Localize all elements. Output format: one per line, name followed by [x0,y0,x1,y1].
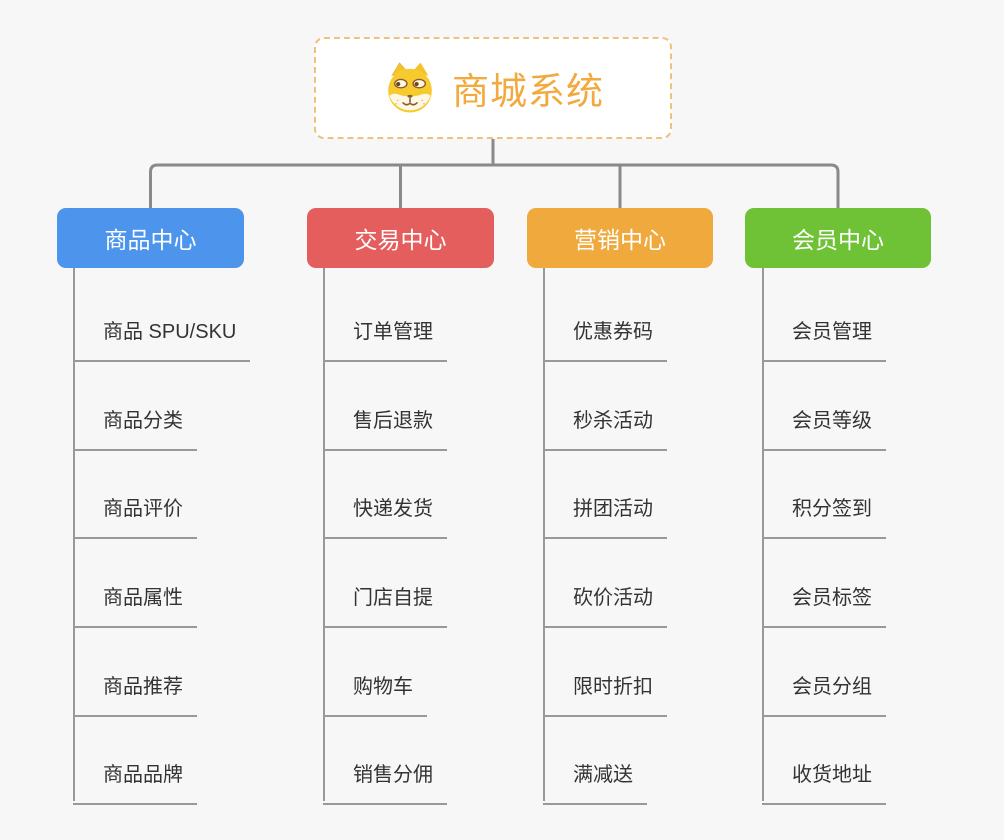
branch-rail [323,268,325,801]
child-node[interactable]: 销售分佣 [323,759,447,805]
child-node[interactable]: 会员管理 [762,316,886,362]
branch-node-product-center[interactable]: 商品中心 [57,208,244,268]
child-node[interactable]: 会员分组 [762,671,886,717]
branch-node-marketing-center[interactable]: 营销中心 [527,208,713,268]
child-node[interactable]: 满减送 [543,759,647,805]
dog-face-icon [388,62,432,113]
child-node[interactable]: 积分签到 [762,493,886,539]
child-node[interactable]: 砍价活动 [543,582,667,628]
branch-rail [762,268,764,801]
root-node-title: 商城系统 [452,71,604,112]
child-node[interactable]: 商品评价 [73,493,197,539]
child-node[interactable]: 拼团活动 [543,493,667,539]
child-node[interactable]: 商品推荐 [73,671,197,717]
branch-node-label: 交易中心 [354,227,447,253]
child-node[interactable]: 商品 SPU/SKU [73,316,251,362]
branch-node-label: 会员中心 [792,227,884,253]
child-node[interactable]: 门店自提 [323,582,447,628]
branch-node-label: 营销中心 [574,227,666,253]
child-node[interactable]: 商品分类 [73,405,197,451]
child-node[interactable]: 订单管理 [323,316,447,362]
branch-node-member-center[interactable]: 会员中心 [745,208,931,268]
branch-rail [73,268,75,801]
child-node[interactable]: 会员标签 [762,582,886,628]
child-node[interactable]: 限时折扣 [543,671,667,717]
child-node[interactable]: 商品属性 [73,582,197,628]
child-node[interactable]: 售后退款 [323,405,447,451]
child-node[interactable]: 收货地址 [762,759,886,805]
branch-rail [543,268,545,801]
child-node[interactable]: 会员等级 [762,405,886,451]
child-node[interactable]: 优惠券码 [543,316,667,362]
child-node[interactable]: 秒杀活动 [543,405,667,451]
child-node[interactable]: 购物车 [323,671,427,717]
branch-node-trade-center[interactable]: 交易中心 [307,208,494,268]
branch-node-label: 商品中心 [104,227,197,253]
child-node[interactable]: 商品品牌 [73,759,197,805]
child-node[interactable]: 快递发货 [323,493,447,539]
root-node[interactable]: 商城系统 [314,37,672,139]
